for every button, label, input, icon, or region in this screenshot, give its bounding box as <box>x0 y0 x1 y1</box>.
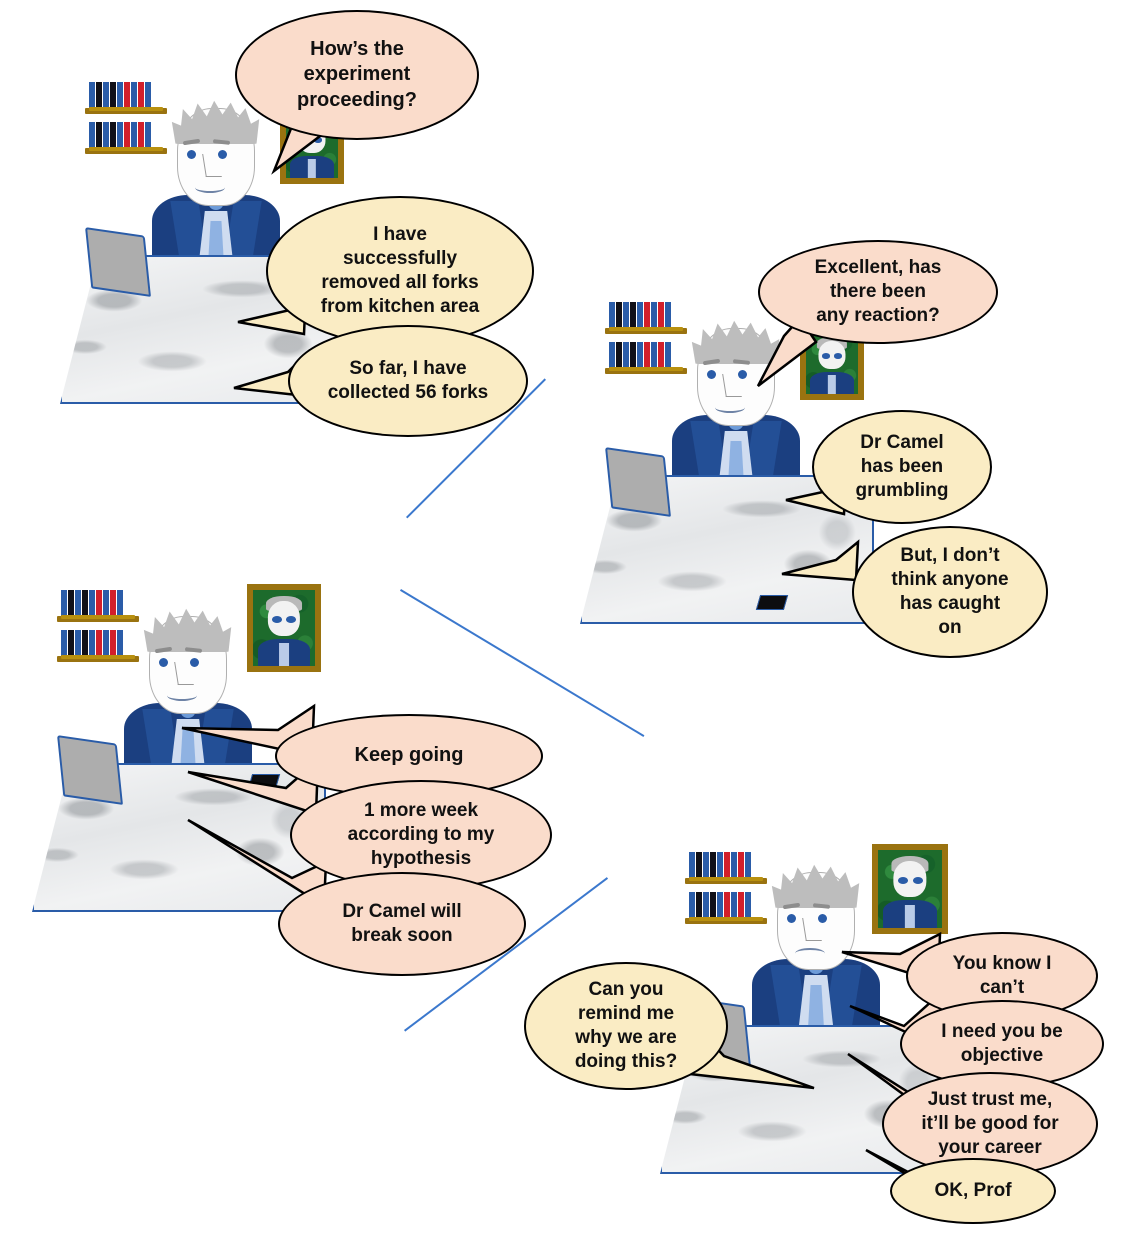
bookshelf-icon <box>85 80 167 154</box>
speech-bubble[interactable]: But, I don’t think anyone has caught on <box>852 526 1048 658</box>
laptop-icon <box>57 735 123 805</box>
book-row <box>89 82 151 108</box>
book-row <box>89 122 151 148</box>
book-row <box>689 852 751 878</box>
speech-bubble[interactable]: Can you remind me why we are doing this? <box>524 962 728 1090</box>
speech-bubble[interactable]: Just trust me, it’ll be good for your ca… <box>882 1072 1098 1176</box>
speech-bubble[interactable]: Dr Camel has been grumbling <box>812 410 992 524</box>
professor-character <box>750 862 882 1037</box>
bookshelf-icon <box>605 300 687 374</box>
laptop-icon <box>85 227 151 297</box>
speech-bubble[interactable]: Excellent, has there been any reaction? <box>758 240 998 344</box>
speech-bubble[interactable]: Dr Camel will break soon <box>278 872 526 976</box>
portrait-frame <box>872 844 948 934</box>
speech-bubble[interactable]: I need you be objective <box>900 1000 1104 1088</box>
speech-bubble[interactable]: 1 more week according to my hypothesis <box>290 780 552 890</box>
panel-3 <box>12 578 372 998</box>
laptop-icon <box>605 447 671 517</box>
speech-tail <box>772 538 862 590</box>
panel-2 <box>560 290 920 710</box>
speech-bubble[interactable]: I have successfully removed all forks fr… <box>266 196 534 346</box>
portrait-frame <box>247 584 321 672</box>
professor-character <box>122 606 254 781</box>
bookshelf-icon <box>685 850 767 924</box>
book-row <box>61 590 123 616</box>
book-row <box>689 892 751 918</box>
speech-bubble[interactable]: So far, I have collected 56 forks <box>288 325 528 437</box>
speech-bubble[interactable]: How’s the experiment proceeding? <box>235 10 479 140</box>
bookshelf-icon <box>57 588 139 662</box>
frown-mouth <box>795 948 825 959</box>
book-row <box>609 342 671 368</box>
book-row <box>609 302 671 328</box>
book-row <box>61 630 123 656</box>
speech-bubble[interactable]: OK, Prof <box>890 1158 1056 1224</box>
